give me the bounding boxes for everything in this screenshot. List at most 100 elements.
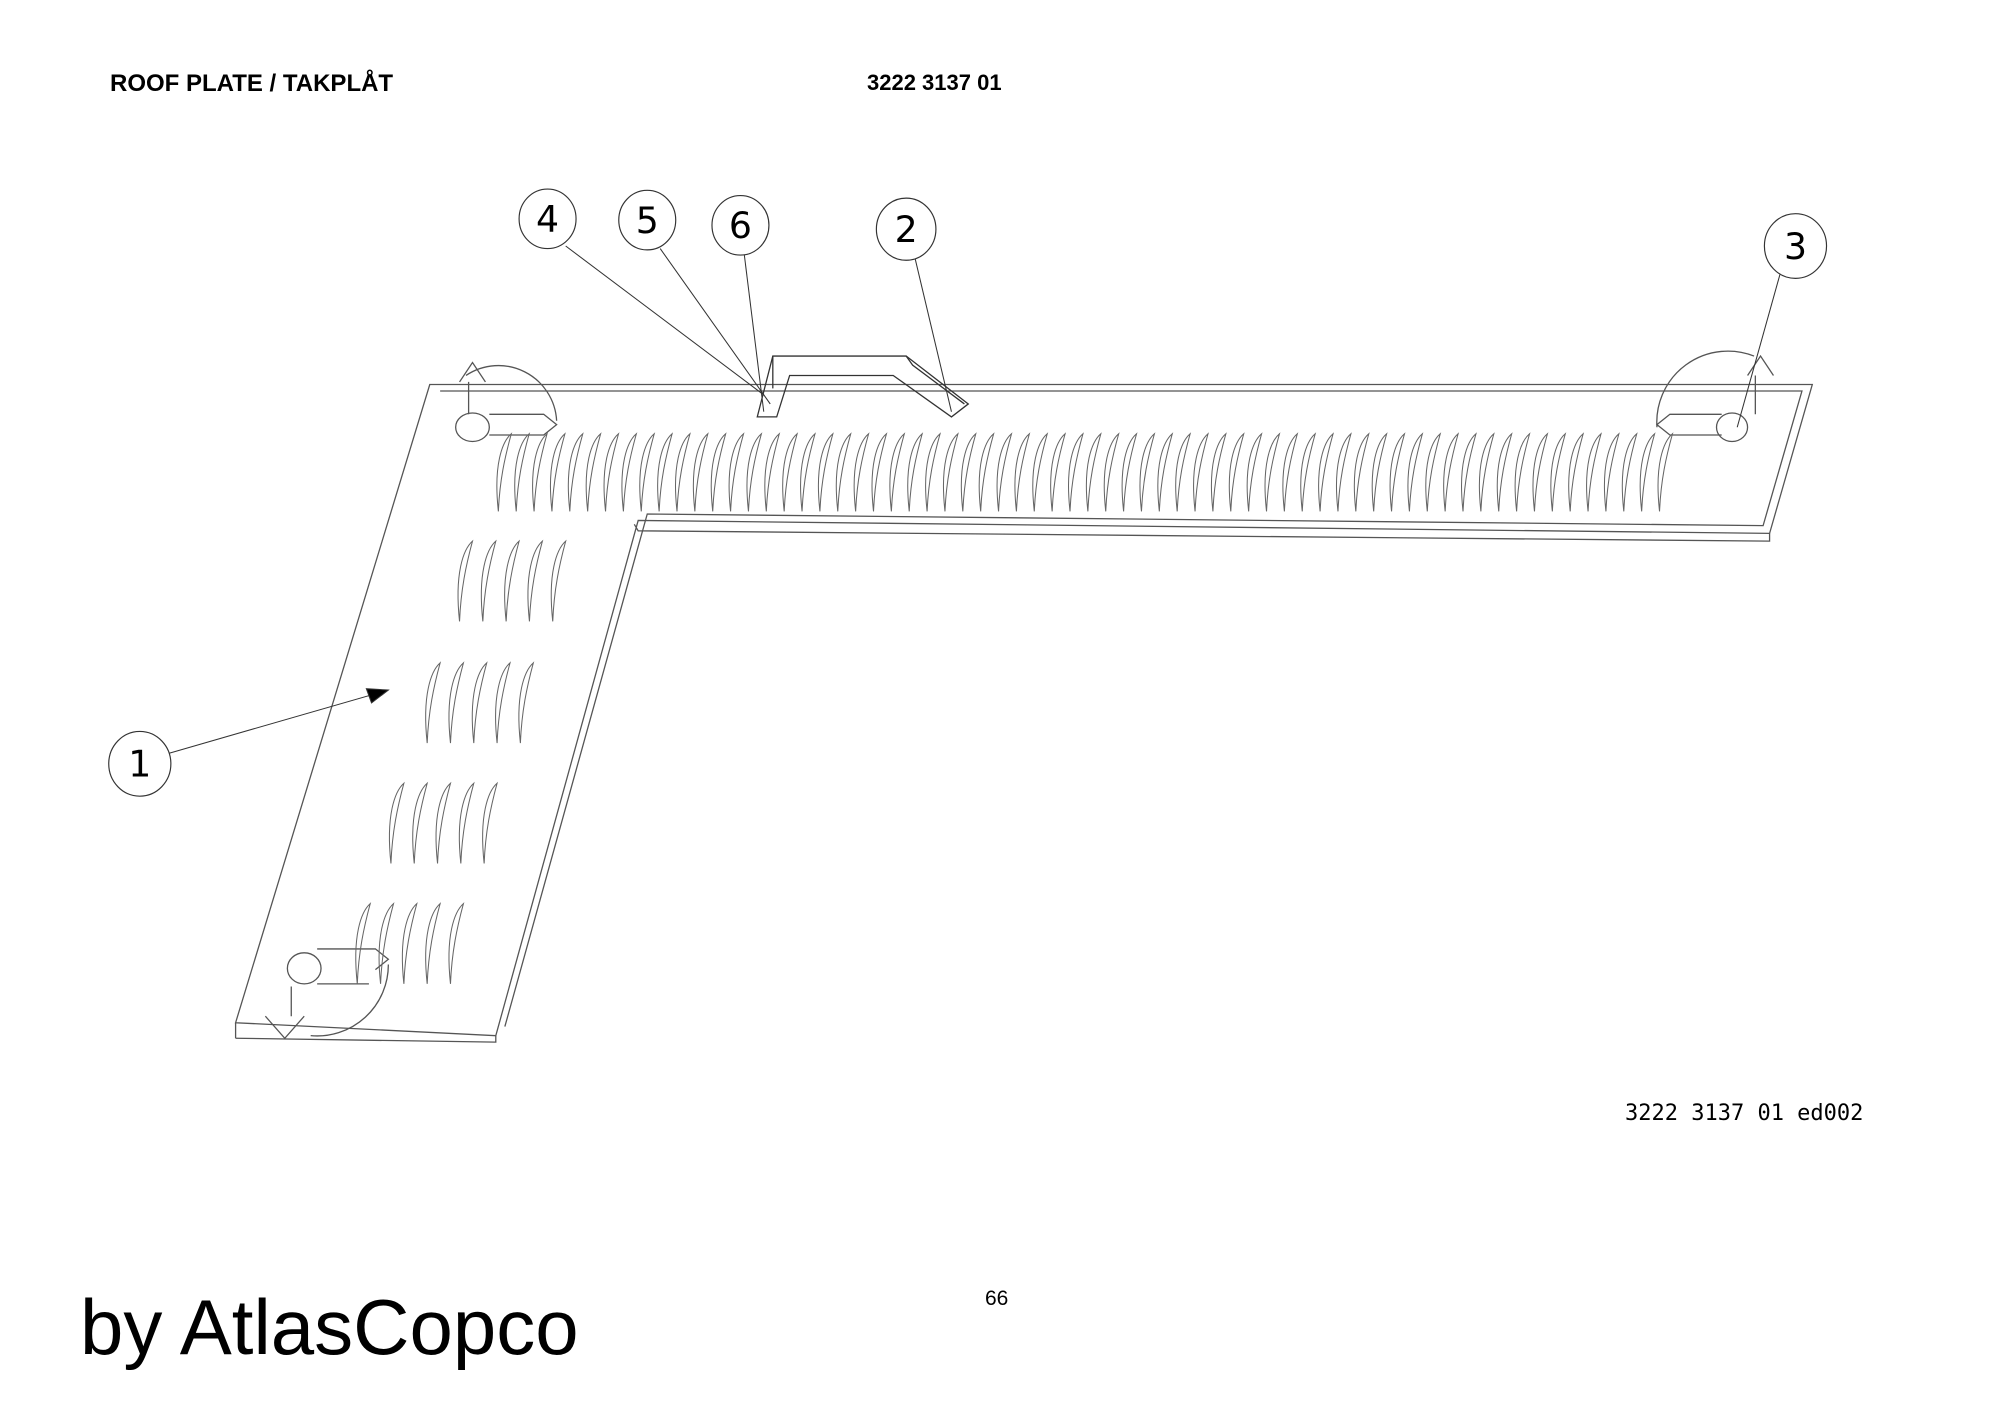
vent-slot <box>457 539 474 622</box>
vent-slot <box>412 781 429 864</box>
leader-line-4 <box>565 245 765 396</box>
callout-5: 5 <box>618 189 677 251</box>
vent-slot <box>710 432 727 512</box>
vent-slot <box>425 661 442 744</box>
vent-slot <box>639 432 656 512</box>
callout-1: 1 <box>108 730 172 797</box>
edition-code: 3222 3137 01 ed002 <box>1625 1101 1864 1126</box>
vent-slot <box>1586 432 1602 512</box>
vent-slot <box>532 432 549 512</box>
handle <box>756 355 970 418</box>
vent-slot <box>471 661 488 744</box>
vent-slot <box>1425 432 1442 512</box>
vent-slot <box>674 432 691 512</box>
arrowhead-1 <box>365 688 390 704</box>
vent-slot <box>764 432 781 512</box>
vent-slot <box>1175 432 1192 512</box>
vent-slot <box>1228 432 1245 512</box>
vent-slot <box>1300 432 1317 512</box>
vent-slot <box>435 781 452 864</box>
vent-slot <box>401 902 418 984</box>
vent-slot <box>1407 432 1424 512</box>
vent-slot <box>925 432 942 512</box>
vent-slot <box>853 432 870 512</box>
vent-slot <box>1532 432 1549 512</box>
fastener-top-right <box>1655 350 1775 443</box>
vent-slot <box>1461 432 1477 512</box>
vent-slot <box>1139 432 1156 512</box>
vent-slot <box>782 432 799 512</box>
callout-label: 4 <box>536 198 559 241</box>
vent-slot <box>835 432 852 512</box>
vent-slot <box>1318 432 1335 512</box>
vent-slot <box>1389 432 1406 512</box>
vent-slot <box>871 432 888 512</box>
callout-4: 4 <box>518 188 577 250</box>
vent-slot <box>1478 432 1495 512</box>
vent-slot <box>1103 432 1120 512</box>
vent-slot <box>1282 432 1299 512</box>
leader-line-2 <box>914 258 952 412</box>
page-number: 66 <box>985 1287 1009 1310</box>
vent-slot <box>907 432 924 512</box>
vent-slot <box>585 432 602 512</box>
plate-edge <box>440 390 1803 1027</box>
callout-6: 6 <box>711 194 770 256</box>
callout-3: 3 <box>1763 213 1828 279</box>
vent-slot <box>1603 432 1620 512</box>
vent-slot <box>1210 432 1227 512</box>
vent-slot <box>514 432 531 512</box>
vent-slot <box>621 432 638 512</box>
vent-slot <box>448 661 465 744</box>
vent-slot <box>746 432 763 512</box>
vent-slot <box>1496 432 1513 512</box>
vent-slot <box>1157 432 1174 512</box>
vent-slot <box>692 432 709 512</box>
vent-slot <box>978 432 995 512</box>
vent-slot <box>482 781 499 864</box>
vent-slot <box>603 432 620 512</box>
vent-slot <box>1621 432 1638 512</box>
vent-slot <box>942 432 959 512</box>
part-number: 3222 3137 01 <box>867 70 1002 95</box>
vent-slot <box>496 432 513 512</box>
vent-slot <box>1443 432 1460 512</box>
callout-label: 1 <box>128 743 151 786</box>
vent-slot <box>1085 432 1102 512</box>
vent-slot <box>1246 432 1263 512</box>
vent-slot <box>448 902 465 984</box>
plate-edge <box>235 1035 497 1043</box>
vent-slot <box>458 781 475 864</box>
vent-slot <box>1514 432 1531 512</box>
fastener-bottom-left <box>264 948 390 1040</box>
vent-slot <box>1353 432 1370 512</box>
leader-line-1 <box>168 689 389 754</box>
vent-slot <box>657 432 674 512</box>
callout-label: 5 <box>636 199 659 242</box>
vent-slot <box>355 902 372 984</box>
vent-slot <box>996 432 1013 512</box>
vent-slot <box>817 432 834 512</box>
vent-slot <box>1050 432 1067 512</box>
callout-label: 2 <box>895 208 918 251</box>
vent-slot <box>1193 432 1209 512</box>
leader-line-6 <box>743 255 765 412</box>
brand-text: by AtlasCopco <box>80 1283 579 1371</box>
vent-slot <box>518 661 535 744</box>
plate-edge <box>633 523 1771 542</box>
vent-slot <box>549 432 566 512</box>
callout-2: 2 <box>875 197 937 261</box>
vent-slot <box>1014 432 1031 512</box>
vent-slot <box>378 902 395 984</box>
vent-slot <box>527 539 544 622</box>
leader-line-5 <box>659 248 771 405</box>
fastener-top-left <box>455 361 558 443</box>
page-title: ROOF PLATE / TAKPLÅT <box>110 70 394 97</box>
vent-slot <box>800 432 816 512</box>
vent-slot <box>889 432 906 512</box>
vent-slot <box>504 539 521 622</box>
vent-slot <box>1657 432 1674 512</box>
vent-slot <box>388 781 405 864</box>
callout-label: 6 <box>729 204 752 247</box>
